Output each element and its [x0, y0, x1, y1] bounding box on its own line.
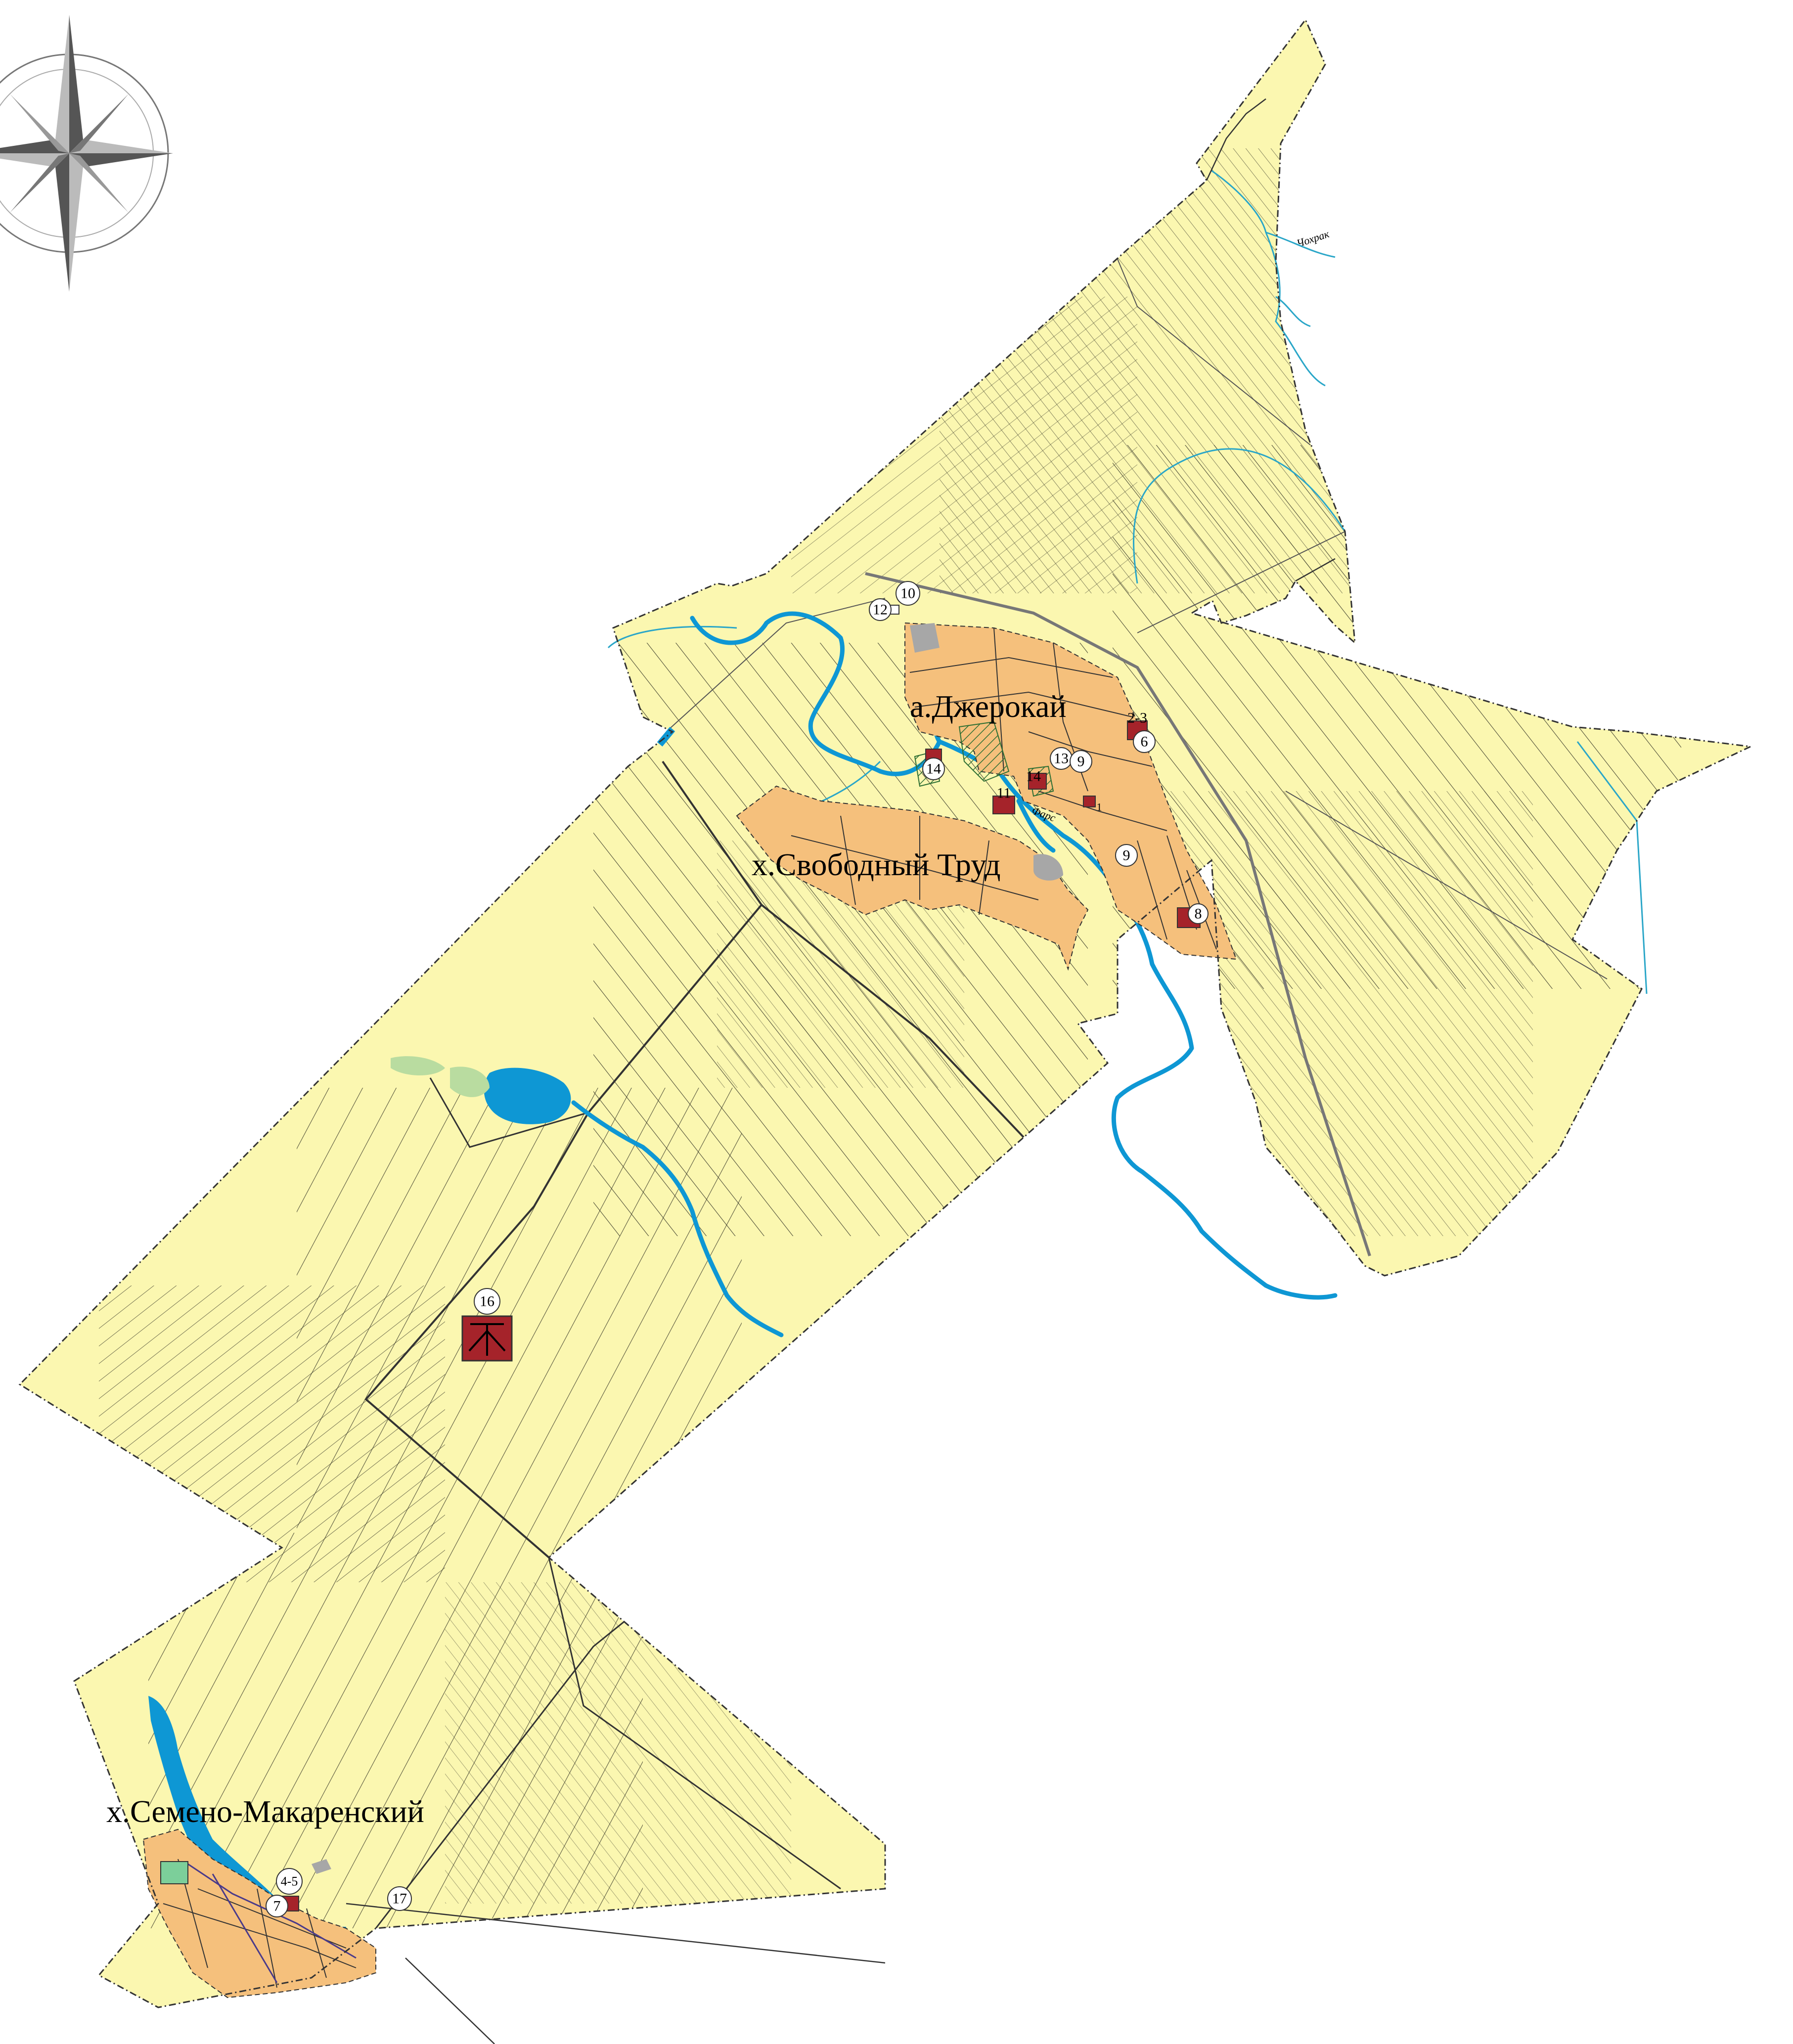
- marker-10[interactable]: 10: [896, 581, 920, 606]
- marker-label: 9: [1077, 754, 1085, 770]
- marker-label: 17: [392, 1891, 407, 1907]
- marker-14-center[interactable]: 14: [1026, 768, 1047, 790]
- marker-label: 1: [1097, 801, 1102, 813]
- green-plot: [160, 1861, 188, 1884]
- industrial-zone-3: [312, 1859, 331, 1874]
- marker-label: 2-3: [1127, 710, 1147, 726]
- marker-9-north[interactable]: 9: [1070, 750, 1092, 773]
- marker-label: 9: [1123, 847, 1130, 864]
- settlement-label-dzherokay: а.Джерокай: [910, 689, 1067, 724]
- marker-label: 14: [1026, 768, 1041, 785]
- marker-9-south[interactable]: 9: [1115, 844, 1138, 867]
- forest-park-icon: [1028, 773, 1047, 790]
- marker-17[interactable]: 17: [387, 1886, 412, 1911]
- marker-label: 4-5: [281, 1874, 298, 1889]
- wetland-1: [391, 1056, 445, 1075]
- marker-7[interactable]: 7: [266, 1895, 299, 1917]
- pond-small: [657, 727, 675, 747]
- marker-11[interactable]: 11: [992, 785, 1015, 814]
- industrial-zone-2: [1033, 854, 1063, 881]
- industrial-zone-1: [910, 623, 940, 653]
- park-dzherokay: [958, 721, 1010, 782]
- marker-1[interactable]: 1: [1083, 796, 1102, 813]
- marker-label: 7: [273, 1898, 281, 1914]
- marker-4-5[interactable]: 4-5: [276, 1868, 303, 1895]
- marker-label: 13: [1054, 751, 1069, 767]
- marker-label: 8: [1195, 906, 1202, 922]
- river-label-chokhrak: Чохрак: [1295, 227, 1331, 250]
- external-roads: [346, 98, 1336, 2044]
- marker-label: 6: [1141, 734, 1148, 750]
- field-plots: [99, 148, 1681, 1929]
- marker-label: 16: [480, 1293, 494, 1310]
- territory-boundary: [18, 18, 1753, 2008]
- facility-icon: [992, 796, 1015, 814]
- wetland-2: [450, 1066, 490, 1097]
- settlement-label-svobodny-trud: х.Свободный Труд: [752, 847, 1001, 882]
- marker-label: 11: [997, 785, 1011, 801]
- marker-label: 14: [926, 761, 941, 777]
- marker-6[interactable]: 6: [1133, 730, 1156, 753]
- marker-12[interactable]: 12: [869, 598, 899, 621]
- marker-label: 10: [900, 585, 915, 602]
- marker-13[interactable]: 13: [1050, 747, 1073, 770]
- utility-lines: [187, 1863, 357, 1983]
- street-grid: [163, 627, 1217, 1988]
- reservoir: [484, 1067, 571, 1124]
- settlement-area-svobodny-trud: [736, 785, 1089, 971]
- compass-rose-icon: [0, 15, 173, 292]
- marker-8[interactable]: 8: [1177, 903, 1209, 928]
- marker-14-west[interactable]: 14: [922, 749, 945, 780]
- marker-label: 12: [873, 602, 888, 618]
- facility-icon: [1083, 796, 1096, 807]
- marker-16[interactable]: 16: [461, 1288, 513, 1362]
- settlement-label-semeno-makarensky: х.Семено-Макаренский: [106, 1794, 424, 1829]
